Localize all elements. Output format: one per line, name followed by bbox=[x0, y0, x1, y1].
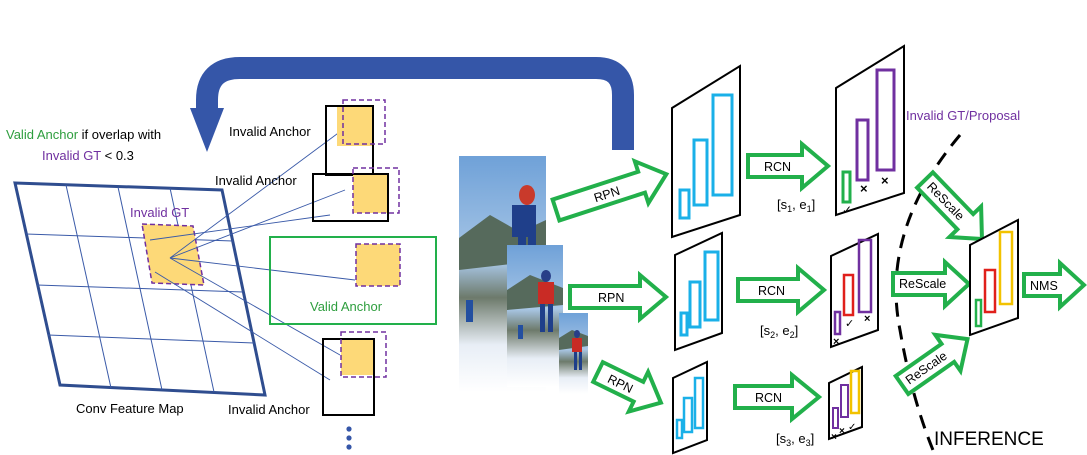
rpn-label-2: RPN bbox=[598, 291, 624, 305]
detection-panel-2: × ✓ × bbox=[830, 232, 879, 349]
photo-small bbox=[559, 313, 588, 394]
merged-panel bbox=[969, 218, 1019, 337]
svg-text:×: × bbox=[833, 336, 839, 348]
rcn-label-1: RCN bbox=[764, 160, 791, 174]
anchor-3 bbox=[322, 331, 387, 416]
svg-text:×: × bbox=[860, 181, 868, 196]
svg-text:Invalid GT < 0.3: Invalid GT < 0.3 bbox=[42, 148, 134, 163]
proposal-panel-1 bbox=[671, 64, 741, 239]
valid-anchor bbox=[269, 236, 437, 325]
nms-label: NMS bbox=[1030, 279, 1058, 293]
rescale-arrow-bottom: ReScale bbox=[892, 332, 970, 397]
valid-anchor-note: Valid Anchor bbox=[6, 127, 79, 142]
rcn-label-3: RCN bbox=[755, 391, 782, 405]
rpn-arrow-3: RPN bbox=[590, 359, 664, 415]
photo-medium bbox=[507, 245, 563, 387]
svg-text:✓: ✓ bbox=[848, 422, 856, 433]
invalid-gt-label: Invalid GT bbox=[130, 205, 189, 220]
anchor-2 bbox=[312, 167, 400, 222]
invalid-anchor-label-1: Invalid Anchor bbox=[229, 124, 311, 139]
rcn-arrow-3: RCN bbox=[733, 370, 823, 424]
ellipsis-dots bbox=[346, 426, 352, 450]
scale-label-1: [s1, e1] bbox=[777, 197, 815, 214]
svg-text:×: × bbox=[864, 313, 870, 325]
overlap-note: if overlap with bbox=[78, 127, 161, 142]
svg-text:✓: ✓ bbox=[845, 318, 854, 330]
invalid-anchor-label-2: Invalid Anchor bbox=[215, 173, 297, 188]
svg-text:×: × bbox=[839, 426, 845, 437]
rescale-arrow-mid: ReScale bbox=[891, 257, 972, 311]
invalid-anchor-label-3: Invalid Anchor bbox=[228, 402, 310, 417]
nms-arrow: NMS bbox=[1022, 258, 1087, 312]
svg-text:ReScale: ReScale bbox=[899, 277, 946, 291]
svg-text:Valid Anchor if overlap with: Valid Anchor if overlap with bbox=[6, 127, 161, 142]
scale-label-2: [s2, e2] bbox=[760, 323, 798, 340]
detection-panel-3: × × ✓ bbox=[828, 365, 863, 443]
conv-feature-map bbox=[13, 127, 356, 397]
invalid-gt-region bbox=[141, 223, 205, 286]
anchor-1 bbox=[325, 99, 386, 176]
valid-anchor-label: Valid Anchor bbox=[310, 299, 383, 314]
rpn-arrow-1: RPN bbox=[550, 157, 670, 223]
invalid-gt-proposal-label: Invalid GT/Proposal bbox=[906, 108, 1020, 123]
feedback-arrow-head bbox=[190, 108, 224, 152]
svg-text:×: × bbox=[881, 173, 889, 188]
conv-feature-map-label: Conv Feature Map bbox=[76, 401, 184, 416]
rcn-arrow-2: RCN bbox=[736, 263, 828, 317]
detection-panel-1: ✓ × × bbox=[835, 44, 905, 217]
threshold-note: < 0.3 bbox=[101, 148, 134, 163]
rcn-label-2: RCN bbox=[758, 284, 785, 298]
svg-text:×: × bbox=[831, 432, 837, 443]
proposal-panel-2 bbox=[674, 231, 723, 352]
svg-text:✓: ✓ bbox=[842, 203, 852, 217]
inference-label: INFERENCE bbox=[934, 429, 1044, 450]
scale-label-3: [s3, e3] bbox=[776, 431, 814, 448]
rpn-arrow-2: RPN bbox=[568, 270, 670, 324]
proposal-panel-3 bbox=[672, 360, 708, 455]
invalid-gt-note: Invalid GT bbox=[42, 148, 101, 163]
feedback-arrow bbox=[196, 57, 634, 150]
image-pyramid bbox=[459, 156, 588, 394]
rcn-arrow-1: RCN bbox=[746, 139, 832, 193]
